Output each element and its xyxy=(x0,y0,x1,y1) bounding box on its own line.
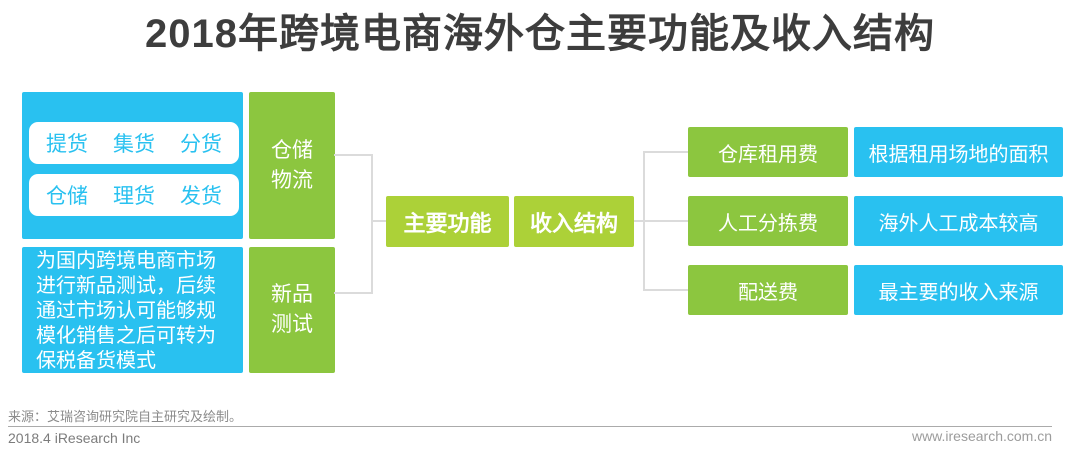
revenue-note-box: 根据租用场地的面积 xyxy=(854,127,1063,177)
connector-right-middle xyxy=(634,220,688,222)
revenue-name-box: 配送费 xyxy=(688,265,848,315)
pill-row-pickup: 提货 集货 分货 xyxy=(29,122,239,164)
new-product-testing-description-box: 为国内跨境电商市场进行新品测试，后续通过市场认可能够规模化销售之后可转为保税备货… xyxy=(22,247,243,373)
revenue-note-box: 海外人工成本较高 xyxy=(854,196,1063,246)
connector-right-bottom xyxy=(643,289,688,291)
pill-item: 理货 xyxy=(113,185,155,208)
pill-item: 分货 xyxy=(180,133,222,156)
revenue-note: 最主要的收入来源 xyxy=(878,281,1039,304)
revenue-note-box: 最主要的收入来源 xyxy=(854,265,1063,315)
revenue-name: 人工分拣费 xyxy=(718,212,818,235)
category-label: 新品测试 xyxy=(271,283,313,336)
revenue-name: 配送费 xyxy=(738,281,798,304)
revenue-note: 海外人工成本较高 xyxy=(878,212,1039,235)
revenue-name: 仓库租用费 xyxy=(718,143,818,166)
revenue-structure-box: 收入结构 xyxy=(514,196,634,247)
pill-item: 仓储 xyxy=(46,185,88,208)
connector-left-top xyxy=(334,154,373,156)
connector-left-stub xyxy=(371,220,386,222)
connector-left-vertical xyxy=(371,154,373,294)
main-functions-box: 主要功能 xyxy=(386,196,509,247)
footer-website-url: www.iresearch.com.cn xyxy=(911,428,1052,444)
description-text: 为国内跨境电商市场进行新品测试，后续通过市场认可能够规模化销售之后可转为保税备货… xyxy=(36,250,216,372)
main-functions-label: 主要功能 xyxy=(403,210,492,236)
revenue-structure-label: 收入结构 xyxy=(529,210,618,236)
connector-right-vertical xyxy=(643,151,645,291)
pill-item: 提货 xyxy=(46,133,88,156)
category-box-new-product-testing: 新品测试 xyxy=(249,247,335,373)
connector-left-bottom xyxy=(334,292,373,294)
revenue-note: 根据租用场地的面积 xyxy=(868,143,1049,166)
category-box-warehouse-logistics: 仓储物流 xyxy=(249,92,335,239)
warehouse-logistics-detail-box: 提货 集货 分货 仓储 理货 发货 xyxy=(22,92,243,239)
pill-row-storage: 仓储 理货 发货 xyxy=(29,174,239,216)
revenue-name-box: 人工分拣费 xyxy=(688,196,848,246)
footer-divider xyxy=(8,426,1052,427)
page-title: 2018年跨境电商海外仓主要功能及收入结构 xyxy=(145,12,935,56)
category-label: 仓储物流 xyxy=(271,138,313,192)
revenue-name-box: 仓库租用费 xyxy=(688,127,848,177)
pill-item: 集货 xyxy=(113,133,155,156)
connector-right-top xyxy=(643,151,688,153)
footer-company-date: 2018.4 iResearch Inc xyxy=(8,430,141,446)
pill-item: 发货 xyxy=(180,185,222,208)
footer-source-note: 来源：艾瑞咨询研究院自主研究及绘制。 xyxy=(8,409,243,424)
